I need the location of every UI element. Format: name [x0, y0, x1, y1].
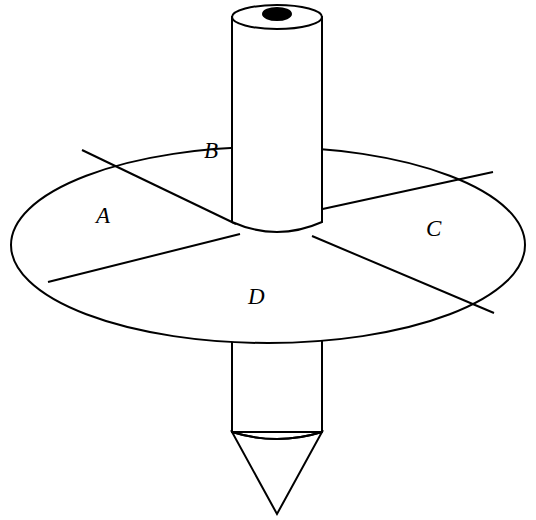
axle-hole [263, 8, 291, 20]
sector-label: A [96, 204, 110, 227]
sector-label: C [426, 217, 441, 240]
sector-label: B [204, 139, 218, 162]
upper-shaft [232, 5, 322, 232]
sector-label: D [248, 285, 265, 308]
